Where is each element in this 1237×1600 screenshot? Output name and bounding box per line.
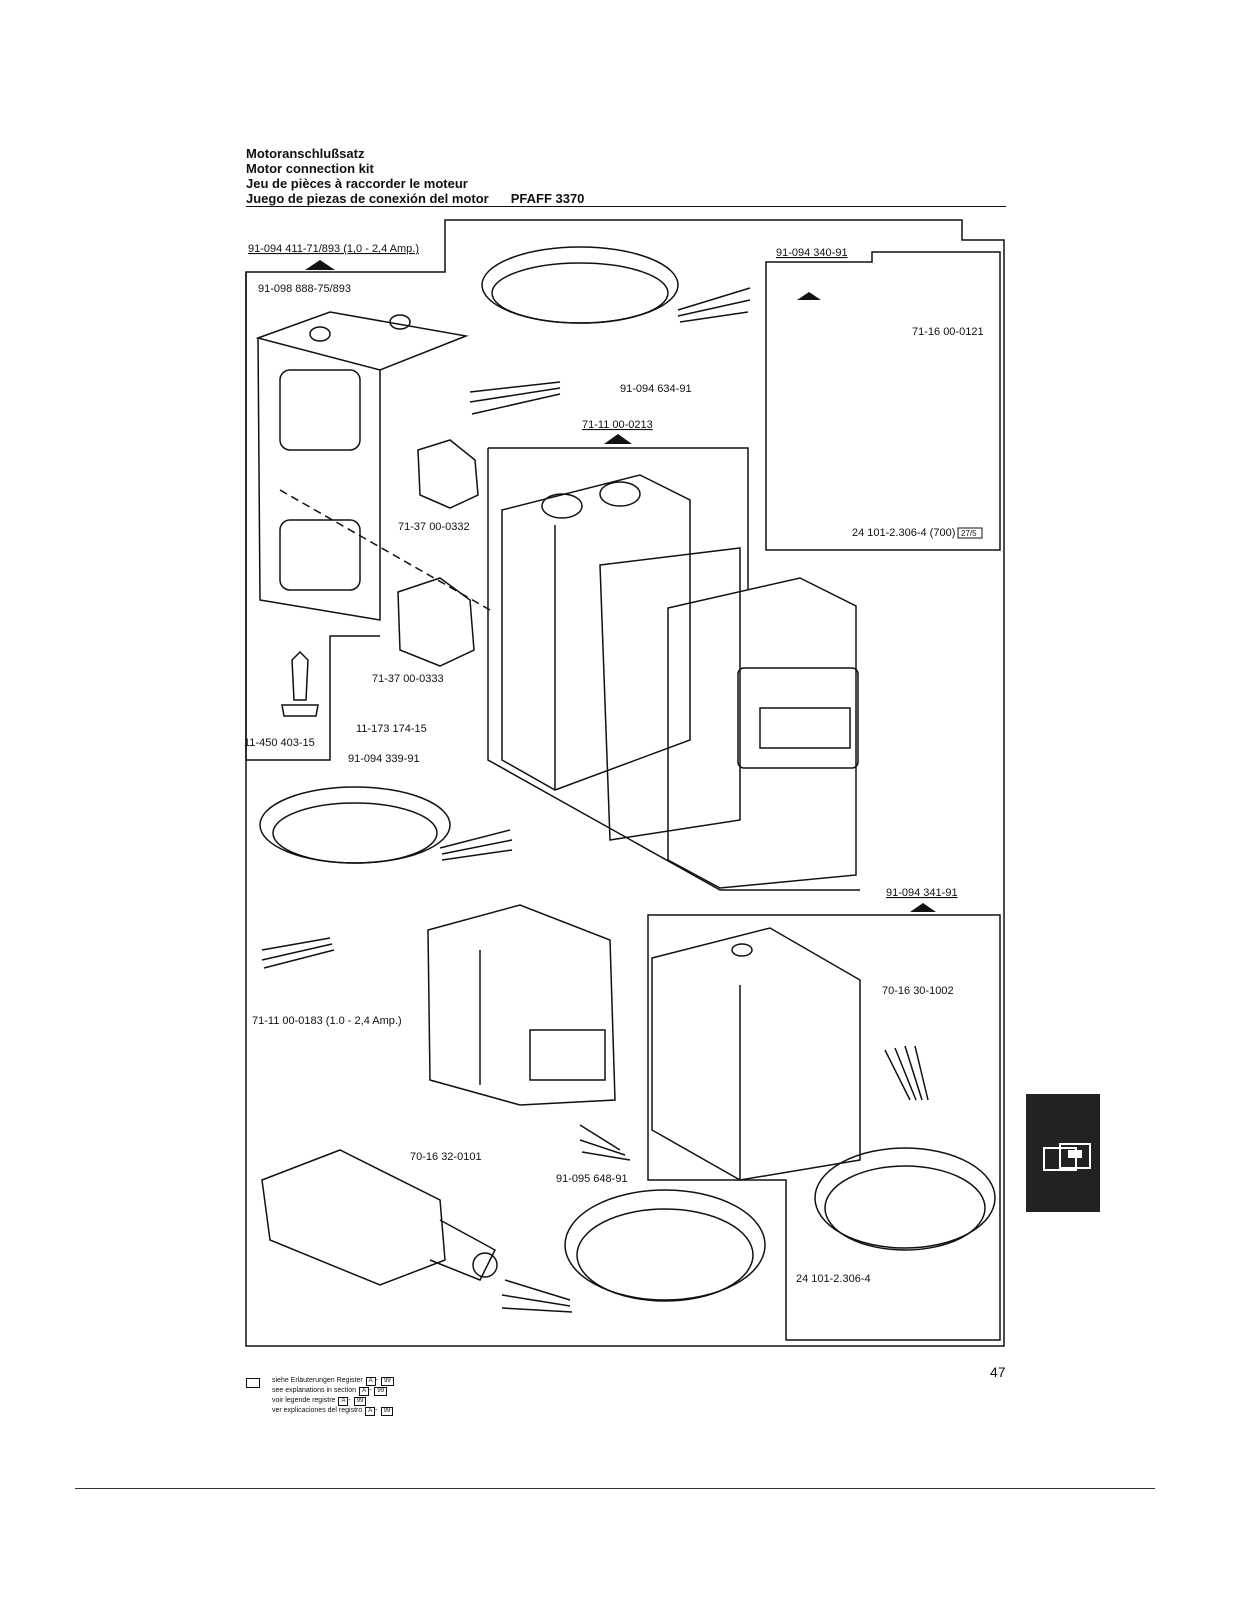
switch-box [501, 474, 859, 889]
bracket-group-frame [245, 272, 380, 761]
label-mains-plug: 70-16 32-0101 [410, 1151, 482, 1163]
cable-bottom [501, 1124, 766, 1313]
set-marker-icon [797, 292, 821, 300]
set-marker-icon [910, 903, 936, 912]
label-plug-cable: 24 101-2.306-4 (700) [852, 527, 955, 539]
label-plug-connector: 71-16 00-0121 [912, 326, 984, 338]
mains-plug [261, 1149, 498, 1286]
plug-group-frame [765, 251, 1001, 551]
label-kit-set: 91-094 411-71/893 (1,0 - 2,4 Amp.) [248, 243, 419, 255]
label-plug-cable-ref: 27/5 [961, 529, 977, 538]
mounting-bracket [255, 311, 491, 621]
label-bracket: 91-098 888-75/893 [258, 283, 351, 295]
contactor [427, 904, 616, 1106]
gland-small-icon [417, 439, 479, 509]
label-contactor: 71-11 00-0183 (1.0 - 2,4 Amp.) [252, 1015, 402, 1027]
diagram-frame [245, 219, 1005, 1347]
label-motor-set: 91-094 341-91 [886, 887, 958, 899]
label-box-set: 71-11 00-0213 [582, 419, 653, 431]
label-gland-small: 71-37 00-0332 [398, 521, 470, 533]
plug-cable-ref-box [957, 527, 983, 539]
page-title: Motoranschlußsatz Motor connection kit J… [246, 146, 584, 206]
section-tab [1026, 1094, 1100, 1212]
title-de: Motoranschlußsatz [246, 146, 365, 161]
footer-divider [75, 1488, 1155, 1489]
box-group-frame [487, 447, 860, 891]
label-cable-bottom: 91-095 648-91 [556, 1173, 628, 1185]
legend-box-icon [246, 1378, 260, 1388]
set-marker-icon [305, 260, 335, 270]
motor-cable [814, 1045, 996, 1251]
page-number: 47 [990, 1364, 1006, 1380]
header-divider [246, 206, 1006, 207]
motor-group-frame [647, 914, 1001, 1341]
label-screw: 11-173 174-15 [356, 723, 427, 735]
cable-top [469, 246, 751, 415]
label-cable-left: 91-094 339-91 [348, 753, 420, 765]
model-name: PFAFF 3370 [510, 191, 585, 206]
switch-box-icon [1043, 1143, 1091, 1171]
label-motor-box: 70-16 30-1002 [882, 985, 954, 997]
set-marker-icon [604, 434, 632, 444]
label-gland-large: 71-37 00-0333 [372, 673, 444, 685]
cable-left [259, 786, 513, 969]
label-plug-set: 91-094 340-91 [776, 247, 848, 259]
title-en: Motor connection kit [246, 161, 374, 176]
label-wood-screw: 11-450 403-15 [244, 737, 315, 749]
wood-screw-icon [281, 650, 319, 717]
label-cable-top: 91-094 634-91 [620, 383, 692, 395]
label-motor-cable: 24 101-2.306-4 [796, 1273, 871, 1285]
title-fr: Jeu de pièces à raccorder le moteur [246, 176, 468, 191]
gland-large-icon [397, 577, 475, 667]
motor-terminal-box [651, 927, 861, 1181]
